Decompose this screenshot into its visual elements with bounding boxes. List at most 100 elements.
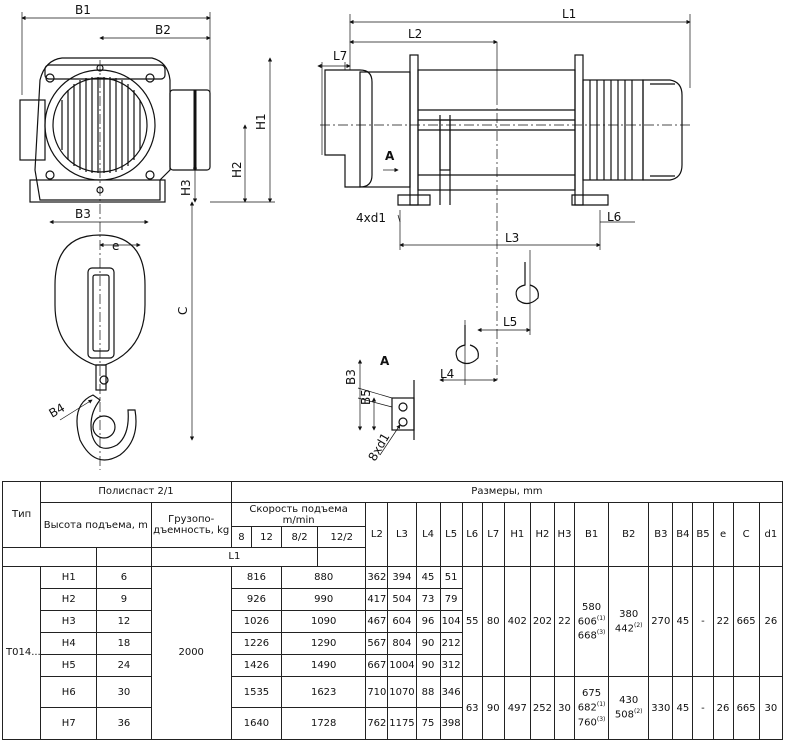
row-l1b: 1623 [281,675,367,709]
g1-d1: 26 [758,565,784,678]
row-l3: 1070 [387,675,417,709]
g1-b4: 45 [672,565,694,678]
table-row: T014... H1 6 2000 816 880 362 394 45 51 … [1,565,784,741]
header-pulley: Полиспаст 2/1 [40,481,232,503]
label-b4: B4 [47,401,68,421]
label-l5: L5 [503,315,517,329]
row-l1a: 926 [230,587,283,611]
g1-b1: 580 606(1) 668(3) [574,565,610,678]
label-l2: L2 [408,27,422,41]
g2-b2-main: 430 [619,695,639,707]
row-l1a: 1226 [230,631,283,655]
g1-b2-v: 442(2) [614,621,643,635]
header-l7: L7 [481,501,505,567]
header-speed-12: 12 [250,526,283,549]
row-height: 30 [96,675,152,709]
g2-b2-v: 508(2) [614,708,643,721]
side-view [317,14,691,385]
row-l4: 90 [415,631,441,655]
row-height: 9 [96,587,152,611]
g2-c: 665 [732,676,760,740]
g2-l7: 90 [481,676,505,740]
header-e: e [712,501,734,567]
row-h: H7 [40,707,98,740]
header-speed-8: 8 [230,526,252,549]
row-l3: 804 [387,631,417,655]
g2-h1: 497 [503,676,531,740]
header-b2: B2 [608,501,650,567]
row-height: 24 [96,653,152,678]
g1-b2: 380 442(2) [608,565,650,678]
label-l6: L6 [607,210,621,224]
capacity-cell: 2000 [150,565,232,741]
label-b2: B2 [155,23,171,37]
header-c: C [732,501,760,567]
label-l1: L1 [562,7,576,21]
g2-b1: 675 682(1) 760(3) [574,676,610,740]
header-b1: B1 [574,501,610,567]
detail-a [357,359,415,456]
g1-h1: 402 [503,565,531,678]
label-detail-b3: B3 [344,369,358,385]
g1-b1-v1: 606(1) [577,614,606,627]
g1-b3: 270 [648,565,674,678]
row-l3: 604 [387,609,417,633]
type-cell: T014... [1,565,42,741]
row-l1b: 1490 [281,653,367,678]
g1-e: 22 [712,565,734,678]
row-l2: 467 [365,609,389,633]
row-l1b: 1090 [281,609,367,633]
header-h3: H3 [553,501,576,567]
label-h1: H1 [254,113,268,130]
row-h: H6 [40,675,98,709]
row-l4: 45 [415,565,441,589]
g2-h2: 252 [529,676,555,740]
label-l7: L7 [333,49,347,63]
header-b5: B5 [692,501,714,567]
header-l2: L2 [365,501,389,567]
row-l1b: 1290 [281,631,367,655]
g2-b2: 430 508(2) [608,676,650,740]
g2-b3: 330 [648,676,674,740]
label-detail-a: A [380,354,390,368]
label-8xd1: 8xd1 [365,431,392,464]
row-l4: 75 [415,707,441,740]
row-h: H4 [40,631,98,655]
table-row: H7 36 1640 1728 762 1175 75 398 [3,707,783,740]
label-l4: L4 [440,367,454,381]
label-b1: B1 [75,3,91,17]
g2-b5: - [692,676,714,740]
row-l3: 1175 [387,707,417,740]
row-l2: 667 [365,653,389,678]
row-l5: 312 [439,653,463,678]
g1-h3: 22 [553,565,576,678]
row-l4: 88 [415,675,441,709]
row-h: H1 [40,565,98,589]
g2-b4: 45 [672,676,694,740]
header-l3: L3 [387,501,417,567]
g1-c: 665 [732,565,760,678]
g1-b2-main: 380 [619,608,639,620]
header-speed-8-2: 8/2 [281,526,319,549]
row-l4: 96 [415,609,441,633]
detail-a-labels: A B3 B5 8xd1 [344,354,393,464]
label-a: A [385,149,395,163]
row-l5: 398 [439,707,463,740]
row-l4: 73 [415,587,441,611]
row-height: 12 [96,609,152,633]
table-row: H2 9 926 990 417 504 73 79 [3,587,783,611]
header-b3: B3 [648,501,674,567]
header-l1-spacer-c [317,547,367,567]
row-l1a: 1640 [230,707,283,740]
row-height: 6 [96,565,152,589]
row-l2: 710 [365,675,389,709]
label-e: e [112,239,119,253]
g2-b1-main: 675 [582,688,602,700]
row-l3: 504 [387,587,417,611]
header-l1-spacer-a [1,547,98,567]
header-l1: L1 [150,547,319,567]
label-detail-b5: B5 [359,389,373,405]
row-l1a: 1535 [230,675,283,709]
row-l1b: 880 [281,565,367,589]
label-l3: L3 [505,231,519,245]
